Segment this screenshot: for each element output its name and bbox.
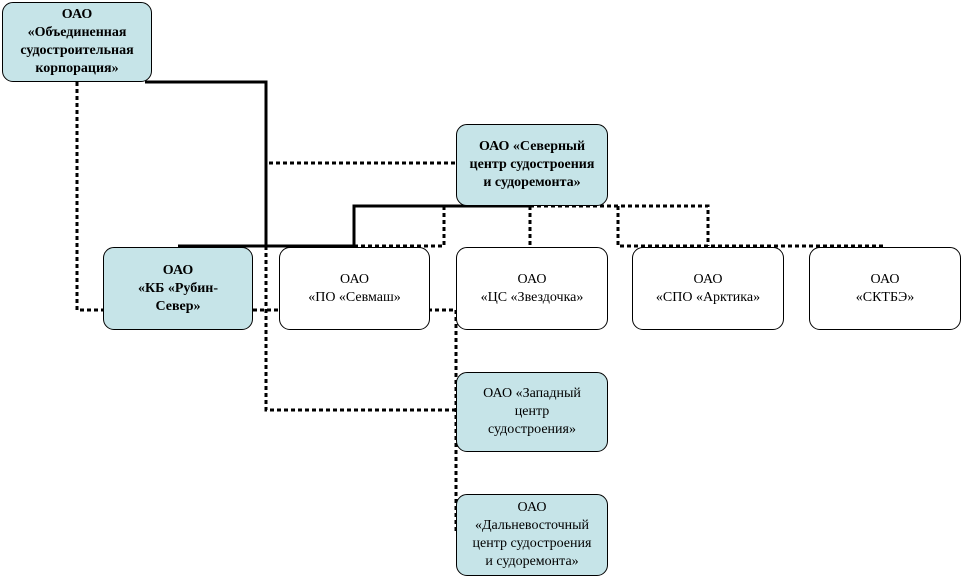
node-label-line: ОАО xyxy=(517,500,547,515)
connector-sever-to-arktika-dotted xyxy=(530,204,710,246)
node-label-line: ОАО xyxy=(870,271,900,287)
node-label-line: центр судостроения xyxy=(469,157,595,172)
connector-sever-to-sktbe-dotted xyxy=(616,206,885,248)
node-label-line: судостроения» xyxy=(488,422,576,437)
node-label-line: ОАО xyxy=(162,262,194,278)
node-label-line: «Дальневосточный xyxy=(474,518,590,533)
connector-osk-to-rubin-dotted xyxy=(75,82,103,312)
node-far-eastern-shipbuilding-center: ОАО «Дальневосточный центр судостроения и с… xyxy=(456,494,608,576)
node-western-shipbuilding-center: ОАО «Западный центр судостроения» xyxy=(456,372,608,452)
node-label-line: «ЦС «Звездочка» xyxy=(480,289,584,305)
node-kb-rubin-sever: ОАО «КБ «Рубин- Север» xyxy=(103,247,253,330)
node-label-line: и судоремонта» xyxy=(483,175,581,190)
node-po-sevmash: ОАО «ПО «Севмаш» xyxy=(279,247,430,330)
connector-osk-to-sever-center-dotted xyxy=(264,82,456,165)
node-label-line: ОАО «Западный xyxy=(483,386,581,401)
connector-sever-center-to-rubin xyxy=(178,204,530,248)
connector-sever-to-sevmash-dotted xyxy=(354,206,446,248)
node-label-line: ОАО xyxy=(693,271,723,287)
node-label-line: «СПО «Арктика» xyxy=(655,289,761,305)
node-label-line: ОАО «Северный xyxy=(478,139,586,154)
node-label-line: Север» xyxy=(155,298,201,314)
node-label-line: центр xyxy=(514,404,550,419)
node-label-line: «Объединенная xyxy=(27,25,127,40)
node-label-line: ОАО xyxy=(517,271,547,287)
connector-western-branch-dotted xyxy=(264,246,456,412)
node-label-line: корпорация» xyxy=(35,61,119,76)
node-sktbe: ОАО «СКТБЭ» xyxy=(809,247,961,330)
node-osk: ОАО «Объединенная судостроительная корпорац… xyxy=(2,2,152,82)
node-northern-shipbuilding-center: ОАО «Северный центр судостроения и судорем… xyxy=(456,124,608,206)
connector-osk-to-sevmash xyxy=(145,80,268,246)
node-label-line: центр судостроения xyxy=(472,536,592,551)
node-label-line: «СКТБЭ» xyxy=(855,289,915,305)
node-spo-arktika: ОАО «СПО «Арктика» xyxy=(632,247,784,330)
node-label-line: и судоремонта» xyxy=(485,554,579,569)
node-label-line: ОАО xyxy=(61,7,93,22)
node-label-line: «ПО «Севмаш» xyxy=(308,289,401,305)
node-label-line: «КБ «Рубин- xyxy=(137,280,219,296)
node-label-line: судостроительная xyxy=(20,43,134,58)
node-label-line: ОАО xyxy=(340,271,369,287)
node-cs-zvezdochka: ОАО «ЦС «Звездочка» xyxy=(456,247,608,330)
